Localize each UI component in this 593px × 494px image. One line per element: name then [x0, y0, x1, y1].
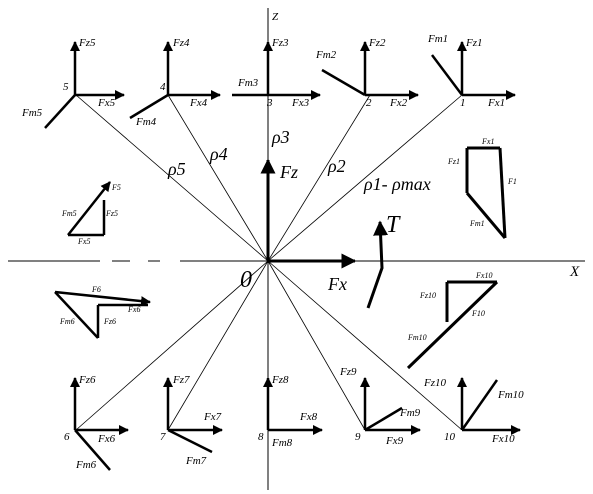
t10-f10-label: F10 — [471, 309, 485, 318]
ft1-label: Fт1 — [427, 33, 448, 45]
fx10-label: Fx10 — [491, 433, 515, 445]
t6-ft6-label: Fт6 — [59, 317, 75, 326]
triangle-1: Fx1 Fz1 F1 Fт1 — [447, 137, 517, 239]
fx2-label: Fx2 — [389, 97, 408, 109]
rho3-label: ρ3 — [271, 127, 290, 147]
ft3-label: Fт3 — [237, 77, 259, 89]
fz5-label: Fz5 — [78, 37, 96, 49]
ft8-label: Fт8 — [271, 437, 293, 449]
diagram-1: 1 Fz1 Fx1 Fт1 — [427, 33, 516, 109]
center-forces — [260, 158, 389, 309]
triangle-5: F5 Fz5 Fт5 Fx5 — [61, 181, 121, 246]
origin-label: 0 — [240, 267, 252, 293]
rho2-label: ρ2 — [327, 156, 346, 176]
node-2: 2 — [366, 97, 372, 109]
fz2-label: Fz2 — [368, 37, 386, 49]
t10-fx10-label: Fx10 — [475, 271, 492, 280]
ft7-label: Fт7 — [185, 455, 207, 467]
diagram-7: 7 Fz7 Fx7 Fт7 — [160, 374, 223, 467]
diagram-4: 4 Fz4 Fx4 Fт4 — [129, 37, 221, 128]
ft4-label: Fт4 — [135, 116, 157, 128]
diagram-8: 8 Fz8 Fx8 Fт8 — [258, 374, 323, 449]
t-label: T — [386, 212, 401, 238]
rho5-label: ρ5 — [167, 159, 186, 179]
fz3-label: Fz3 — [271, 37, 289, 49]
node-6: 6 — [64, 431, 70, 443]
t10-ft10-label: Fт10 — [407, 333, 427, 342]
fz6-label: Fz6 — [78, 374, 96, 386]
t1-f1-label: F1 — [507, 177, 517, 186]
z-axis-label: Z — [272, 11, 279, 23]
diagram-6: 6 Fz6 Fx6 Fт6 — [64, 374, 129, 471]
radial-lines — [75, 94, 463, 431]
node-7: 7 — [160, 431, 166, 443]
t6-f6-label: F6 — [91, 285, 101, 294]
t5-ft5-label: Fт5 — [61, 209, 77, 218]
fz8-label: Fz8 — [271, 374, 289, 386]
t5-fz5-label: Fz5 — [105, 209, 118, 218]
fx9-label: Fx9 — [385, 435, 404, 447]
node-4: 4 — [160, 81, 166, 93]
t6-fz6-label: Fz6 — [103, 317, 116, 326]
ft5-label: Fт5 — [21, 107, 43, 119]
ft9-label: Fт9 — [399, 407, 421, 419]
t5-f5-label: F5 — [111, 183, 121, 192]
t-arrow — [366, 220, 389, 309]
t1-fx1-label: Fx1 — [481, 137, 494, 146]
node-1: 1 — [460, 97, 466, 109]
fx3-label: Fx3 — [291, 97, 310, 109]
fz4-label: Fz4 — [172, 37, 190, 49]
t1-fz1-label: Fz1 — [447, 157, 460, 166]
ft2-label: Fт2 — [315, 49, 337, 61]
node-10: 10 — [444, 431, 456, 443]
ft10-label: Fт10 — [497, 389, 524, 401]
node-9: 9 — [355, 431, 361, 443]
diagram-5: 5 Fz5 Fx5 Fт5 — [21, 37, 125, 129]
node-8: 8 — [258, 431, 264, 443]
fz7-label: Fz7 — [172, 374, 190, 386]
t5-fx5-label: Fx5 — [77, 237, 90, 246]
diagram-3: 3 Fz3 Fx3 Fт3 — [232, 37, 321, 109]
triangle-10: Fx10 Fz10 F10 Fт10 — [406, 271, 499, 370]
fx4-label: Fx4 — [189, 97, 208, 109]
t1-ft1-label: Fт1 — [469, 219, 485, 228]
fx1-label: Fx1 — [487, 97, 505, 109]
node-3: 3 — [266, 97, 273, 109]
rho1-label: ρ1- ρmax — [363, 174, 431, 194]
diagram-10: 10 Fz10 Fx10 Fт10 — [423, 377, 524, 445]
fx5-label: Fx5 — [97, 97, 116, 109]
diagram-9: 9 Fz9 Fx9 Fт9 — [339, 366, 421, 447]
t6-fx6-label: Fx6 — [127, 305, 140, 314]
fz10-label: Fz10 — [423, 377, 447, 389]
fx7-label: Fx7 — [203, 411, 222, 423]
fx8-label: Fx8 — [299, 411, 318, 423]
node-5: 5 — [63, 81, 69, 93]
ft6-label: Fт6 — [75, 459, 97, 471]
diagram-2: 2 Fz2 Fx2 Fт2 — [315, 37, 419, 109]
triangle-6: F6 Fx6 Fт6 Fz6 — [54, 285, 151, 339]
fz-center-label: Fz — [279, 162, 298, 182]
rho4-label: ρ4 — [209, 144, 228, 164]
t10-fz10-label: Fz10 — [419, 291, 436, 300]
fz1-label: Fz1 — [465, 37, 483, 49]
main-axes — [8, 8, 585, 490]
fx-center-label: Fx — [327, 274, 347, 294]
fz9-label: Fz9 — [339, 366, 357, 378]
x-axis-label: X — [569, 264, 580, 280]
fx6-label: Fx6 — [97, 433, 116, 445]
